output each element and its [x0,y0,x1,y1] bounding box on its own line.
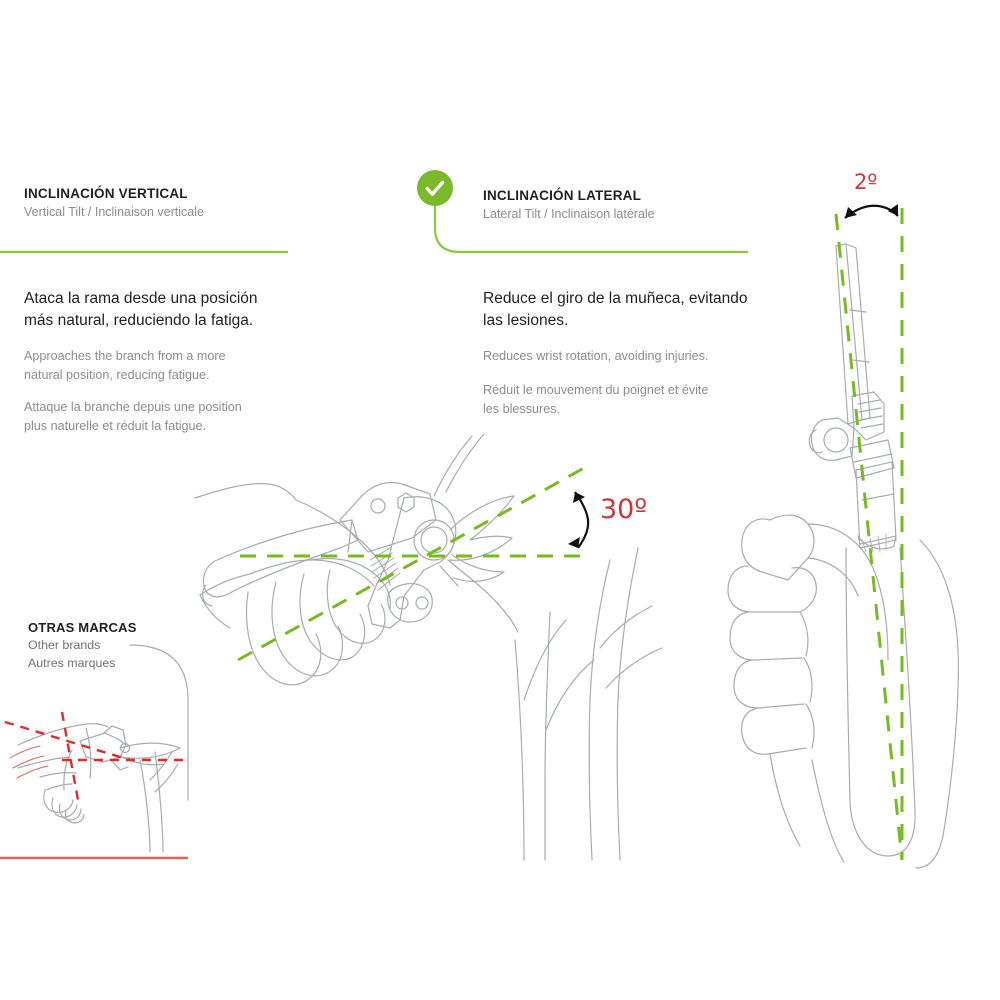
angle-arrowhead-right [888,204,898,216]
translation-line: Reduces wrist rotation, avoiding injurie… [483,349,709,363]
other-brands-subtitle-en: Other brands [28,638,101,652]
translation-en-lateral-tilt: Reduces wrist rotation, avoiding injurie… [483,347,803,366]
translation-line: natural position, reducing fatigue. [24,367,210,382]
lead-line: las lesiones. [483,312,569,329]
angle-arrowhead-bottom [568,537,580,548]
subheading-vertical-tilt: Vertical Tilt / Inclinaison verticale [24,205,204,219]
heading-vertical-tilt: INCLINACIÓN VERTICAL [24,186,188,201]
check-icon [425,180,445,196]
angle-arrowhead-top [573,492,585,503]
other-brands-subtitle-fr: Autres marques [28,655,116,670]
translation-fr-vertical-tilt: Attaque la branche depuis une position p… [24,398,324,436]
translation-fr-lateral-tilt: Réduit le mouvement du poignet et évite … [483,381,803,419]
translation-line: Réduit le mouvement du poignet et évite [483,383,709,397]
column-header-lateral-tilt: INCLINACIÓN LATERAL Lateral Tilt / Incli… [483,188,655,221]
column-header-vertical-tilt: INCLINACIÓN VERTICAL Vertical Tilt / Inc… [24,186,204,219]
lead-text-vertical-tilt: Ataca la rama desde una posición más nat… [24,288,314,332]
angle-label-30: 30º [600,494,648,525]
other-brands-title: OTRAS MARCAS [28,620,137,635]
translation-line: Approaches the branch from a more [24,349,226,363]
subheading-lateral-tilt: Lateral Tilt / Inclinaison latérale [483,207,655,221]
other-brands-angle-lines [4,711,188,801]
lead-text-lateral-tilt: Reduce el giro de la muñeca, evitando la… [483,288,783,332]
translation-line: Attaque la branche depuis une position [24,400,242,414]
check-badge-circle [417,170,453,206]
translation-line: les blessures. [483,401,560,416]
vertical-tilt-angle-lines [237,466,588,662]
translation-line: plus naturelle et réduit la fatigue. [24,418,207,433]
translation-en-vertical-tilt: Approaches the branch from a more natura… [24,347,324,385]
angle-label-2: 2º [854,170,878,194]
lead-line: más natural, reduciendo la fatiga. [24,312,254,329]
lead-line: Ataca la rama desde una posición [24,290,258,307]
angle-arrowhead-left [845,207,857,218]
lateral-tilt-angle-lines [834,208,904,861]
heading-lateral-tilt: INCLINACIÓN LATERAL [483,188,642,203]
lead-line: Reduce el giro de la muñeca, evitando [483,290,748,307]
other-brands-block: OTRAS MARCAS Other brands Autres marques [28,620,137,672]
